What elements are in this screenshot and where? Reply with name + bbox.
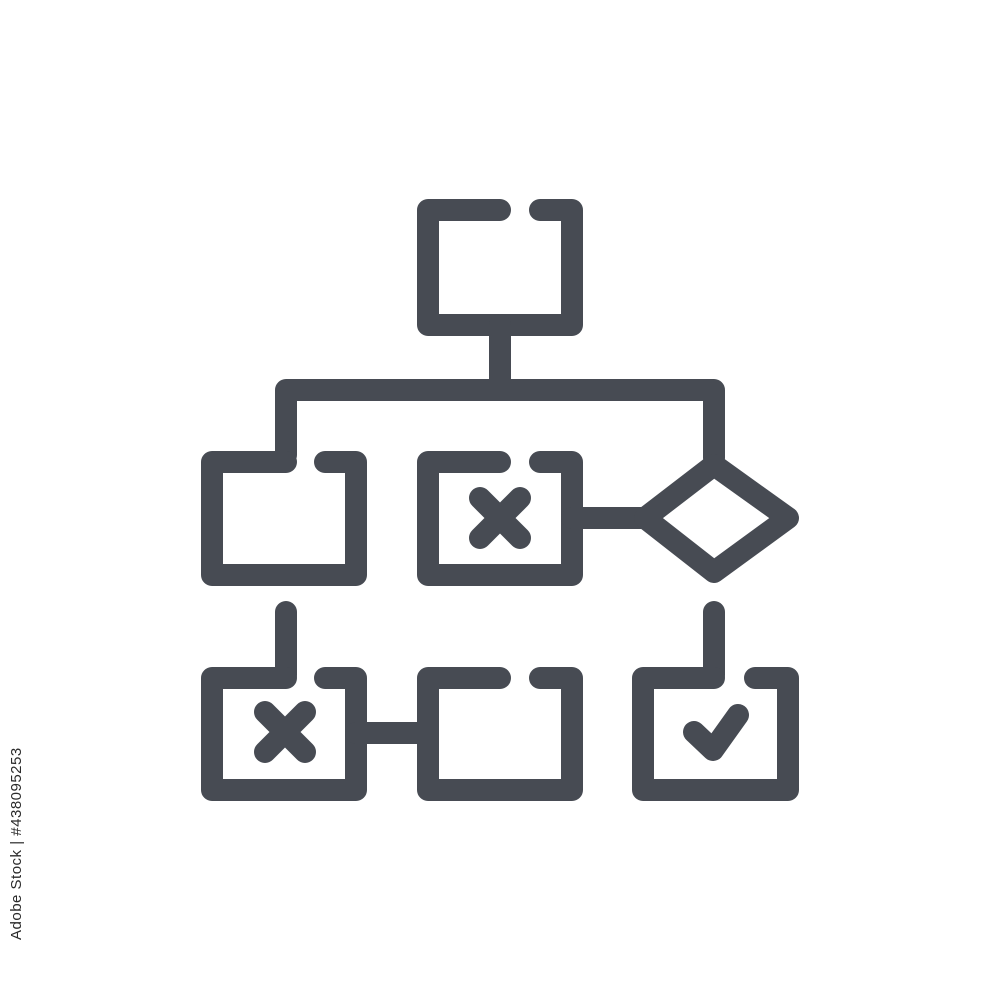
decision-diamond-icon (634, 454, 799, 583)
level2-left-node-box (201, 451, 367, 586)
root-node-box (417, 199, 583, 336)
level3-left-node-box (201, 667, 367, 801)
stock-id-label: Adobe Stock | #438095253 (8, 747, 25, 940)
level2-middle-cross-icon (469, 487, 531, 549)
level3-right-check-icon (683, 704, 749, 761)
branch-bar (275, 379, 725, 469)
level3-middle-node-box (417, 667, 583, 801)
level2-middle-node-box (417, 451, 583, 586)
level3-left-cross-icon (254, 701, 316, 763)
level3-right-node-box (632, 667, 799, 801)
